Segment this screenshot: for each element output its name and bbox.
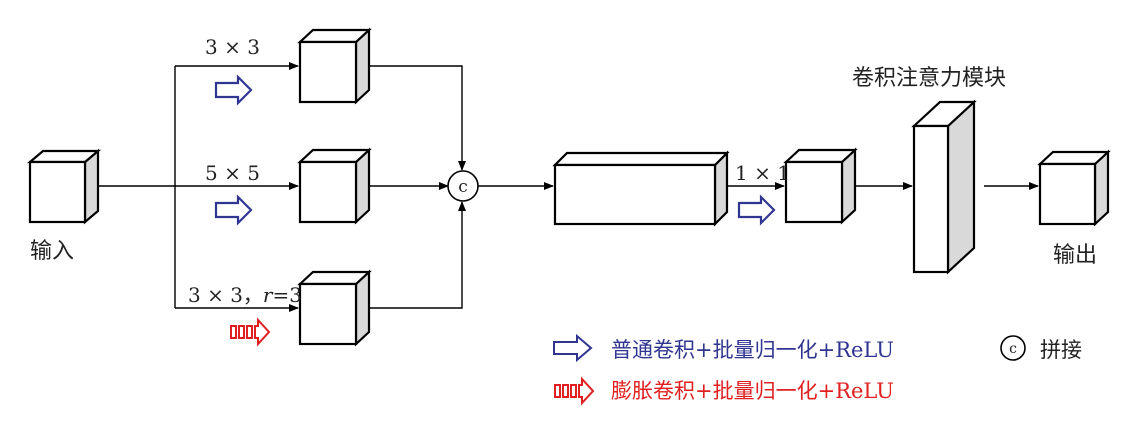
legend-concat-icon bbox=[1000, 335, 1026, 361]
hollow-arrow-icon bbox=[214, 74, 253, 106]
branch1-to-concat bbox=[369, 65, 466, 171]
legend-dilated-icon bbox=[554, 376, 595, 406]
legend: 普通卷积+批量归一化+ReLU 膨胀卷积+批量归一化+ReLU c 拼接 bbox=[553, 333, 1082, 406]
hollow-arrow-icon bbox=[737, 194, 776, 226]
branch2-label: 5 × 5 bbox=[205, 161, 260, 185]
branch3-to-concat bbox=[369, 201, 466, 309]
concat-node: c bbox=[447, 170, 479, 202]
legend-normal-icon bbox=[553, 333, 593, 363]
output-cube bbox=[1037, 149, 1111, 227]
branch3-label: 3 × 3，r=3 bbox=[188, 283, 302, 307]
legend-concat-symbol: c bbox=[1009, 341, 1017, 357]
input-label: 输入 bbox=[30, 239, 74, 264]
attention-label: 卷积注意力模块 bbox=[852, 66, 1006, 91]
segmented-arrow-icon bbox=[230, 317, 271, 347]
branch3-cube bbox=[297, 269, 372, 347]
branch3-kernel: 3 × 3， bbox=[188, 283, 263, 307]
conv1x1-label: 1 × 1 bbox=[735, 161, 790, 185]
branch3-rate-value: =3 bbox=[272, 283, 301, 307]
branch1-label: 3 × 3 bbox=[205, 35, 260, 59]
legend-dilated-text: 膨胀卷积+批量归一化+ReLU bbox=[611, 379, 894, 403]
wide-block bbox=[552, 150, 730, 227]
legend-normal-text: 普通卷积+批量归一化+ReLU bbox=[611, 338, 894, 362]
output-label: 输出 bbox=[1053, 243, 1097, 268]
concat-symbol: c bbox=[458, 177, 468, 197]
branch1-cube bbox=[297, 27, 372, 105]
attention-block bbox=[911, 99, 977, 275]
input-cube bbox=[26, 148, 102, 225]
legend-concat-text: 拼接 bbox=[1040, 338, 1082, 362]
branch2-cube bbox=[297, 147, 372, 225]
connections bbox=[98, 62, 1039, 312]
branch3-rate-symbol: r bbox=[263, 283, 274, 307]
hollow-arrow-icon bbox=[214, 194, 253, 226]
conv1x1-cube bbox=[783, 147, 858, 225]
